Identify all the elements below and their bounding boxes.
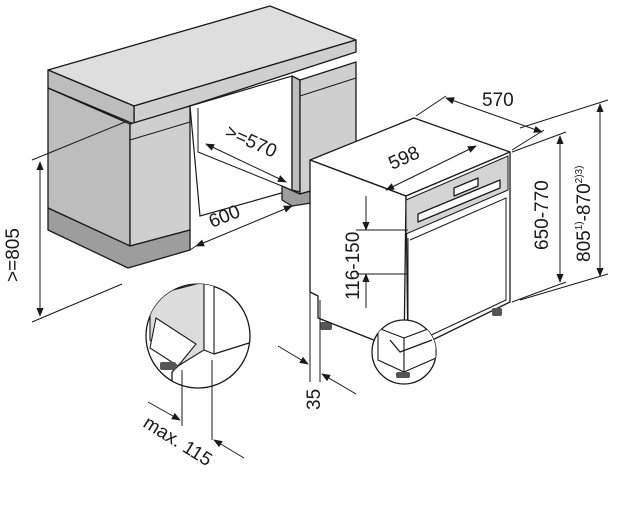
panel-height-label: 116-150	[343, 232, 364, 300]
niche-height-label: 8051)-8702)3)	[574, 166, 595, 262]
niche-height-dimension: 8051)-8702)3)	[519, 99, 609, 301]
niche-height-mid: -870	[574, 183, 595, 221]
right-pedestal-side	[291, 75, 301, 193]
control-panel-display	[417, 179, 501, 223]
plinth-offset-label: max. 115	[139, 412, 215, 470]
left-pedestal-front	[129, 105, 191, 247]
body-height-dimension: 650-770	[511, 131, 567, 303]
cabinet-height-dimension: >=805	[3, 121, 126, 323]
left-drawer-line	[129, 121, 191, 141]
appliance-depth-label: 570	[482, 90, 514, 111]
niche-height-sup1: 1)	[574, 221, 585, 230]
plinth-detail: max. 115	[139, 283, 251, 471]
plinth-depth-dimension: 35	[277, 292, 357, 410]
door-frame	[409, 197, 507, 345]
body-height-label: 650-770	[532, 180, 553, 250]
niche-height-base: 805	[574, 230, 595, 262]
cabinet-height-label: >=805	[3, 228, 24, 282]
right-drawer-line	[299, 77, 357, 97]
niche-height-sup2: 2)3)	[574, 166, 585, 184]
dishwasher-foot-detail	[371, 319, 437, 385]
plinth-depth-label: 35	[304, 389, 325, 410]
dishwasher-foot	[492, 308, 502, 316]
panel-height-dimension: 116-150	[343, 196, 408, 308]
dishwasher-foot	[320, 322, 332, 330]
